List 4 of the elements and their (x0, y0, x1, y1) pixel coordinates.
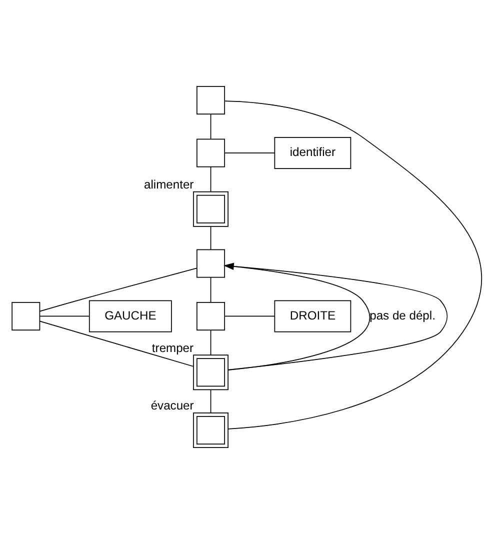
node-label: tremper (152, 340, 194, 354)
edge-label: pas de dépl. (370, 308, 436, 322)
node-label: évacuer (150, 398, 194, 412)
node-label: alimenter (144, 177, 194, 192)
